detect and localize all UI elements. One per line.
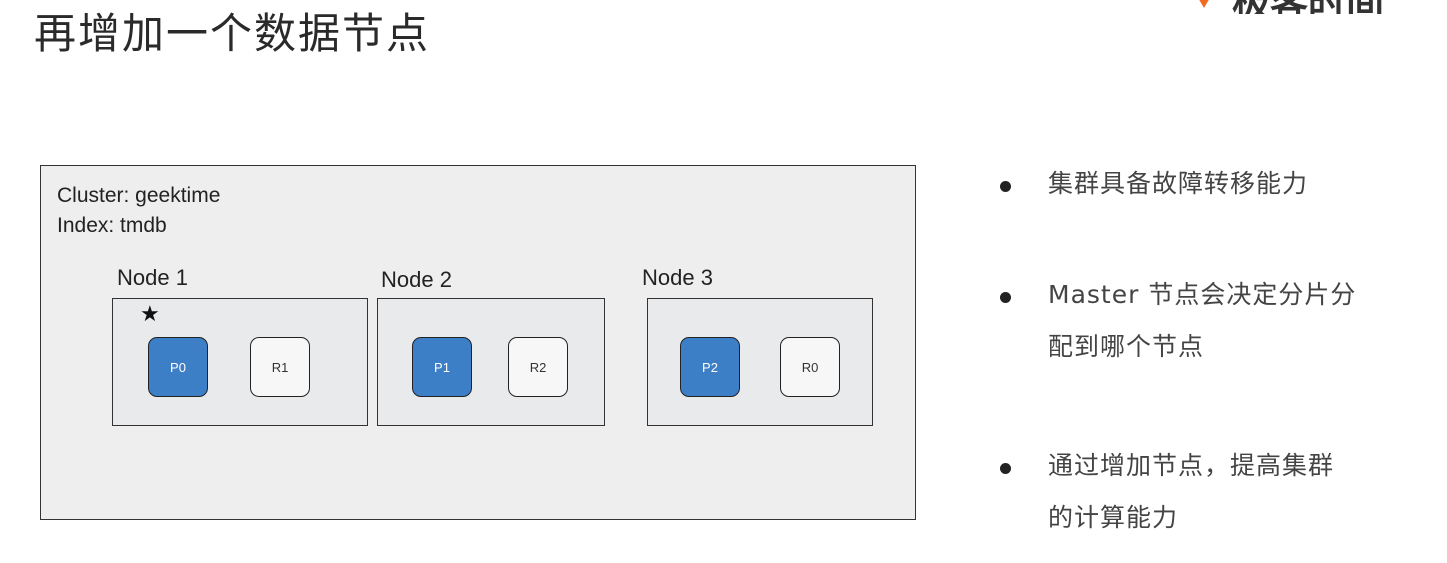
shard-r1: R1 xyxy=(250,337,310,397)
bullet-text: 的计算能力 xyxy=(1048,503,1179,532)
cluster-name-label: Cluster: geektime xyxy=(57,184,221,207)
slide-title: 再增加一个数据节点 xyxy=(34,9,431,58)
node-3: P2 R0 xyxy=(647,298,873,426)
bullet-dot-icon xyxy=(1000,292,1011,303)
logo-mark-icon xyxy=(1199,0,1209,8)
node-3-label: Node 3 xyxy=(642,265,713,290)
shard-r0: R0 xyxy=(780,337,840,397)
bullet-text: 通过增加节点，提高集群 xyxy=(1048,451,1335,480)
shard-r2: R2 xyxy=(508,337,568,397)
logo-text: 极客时间 xyxy=(1232,0,1384,14)
master-star-icon: ★ xyxy=(140,302,160,327)
bullet-text: 配到哪个节点 xyxy=(1048,332,1205,361)
node-2: P1 R2 xyxy=(377,298,605,426)
node-1: ★ P0 R1 xyxy=(112,298,368,426)
bullet-dot-icon xyxy=(1000,181,1011,192)
shard-p1: P1 xyxy=(412,337,472,397)
brand-logo: 极客时间 xyxy=(1180,0,1447,14)
node-2-label: Node 2 xyxy=(381,267,452,292)
cluster-diagram: Cluster: geektime Index: tmdb Node 1 ★ P… xyxy=(40,165,916,520)
bullet-text: 集群具备故障转移能力 xyxy=(1048,169,1309,198)
node-1-label: Node 1 xyxy=(117,265,188,290)
bullet-dot-icon xyxy=(1000,463,1011,474)
bullet-text: Master 节点会决定分片分 xyxy=(1048,280,1357,309)
shard-p0: P0 xyxy=(148,337,208,397)
index-name-label: Index: tmdb xyxy=(57,214,167,237)
shard-p2: P2 xyxy=(680,337,740,397)
